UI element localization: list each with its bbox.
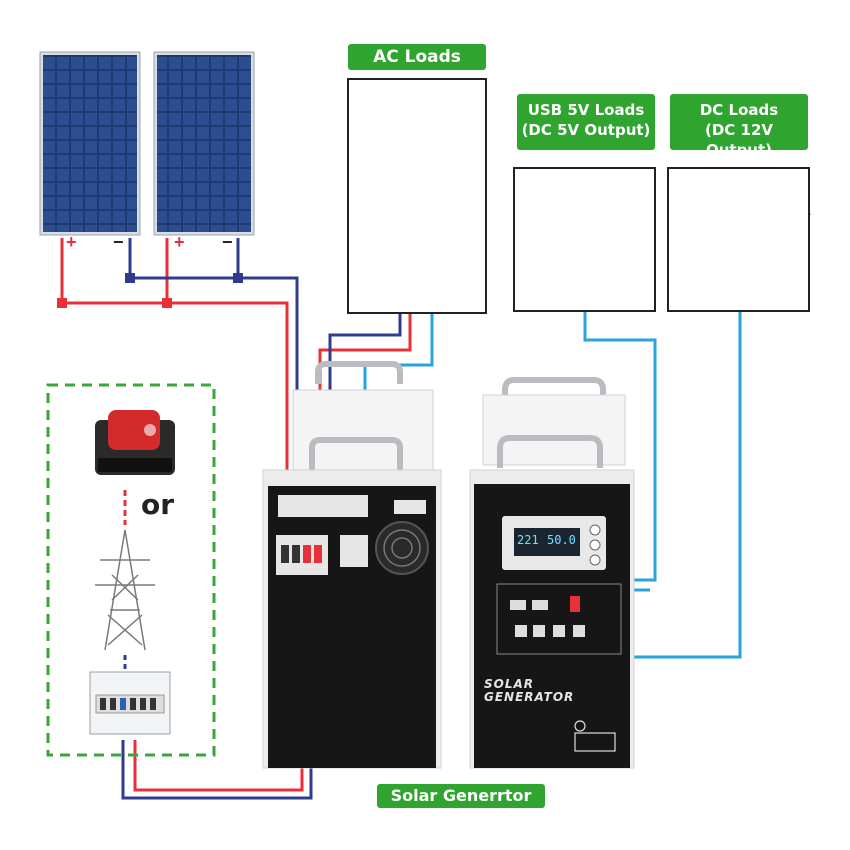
ac-loads-frame: [347, 78, 487, 314]
or-text: or: [141, 488, 175, 521]
terminal-plus-2: +: [174, 232, 185, 252]
terminal-plus-1: +: [66, 232, 77, 252]
usb-loads-line2: (DC 5V Output): [521, 121, 651, 139]
solar-panel-1: [39, 51, 141, 236]
dc-loads-frame: [667, 167, 810, 312]
ac-loads-label: AC Loads: [348, 44, 486, 70]
lcd-right-value: 50.0: [547, 533, 576, 547]
terminal-minus-2: −: [222, 232, 233, 252]
generator-unit-back: [262, 361, 442, 769]
breaker-box: [89, 671, 171, 735]
power-tower: [95, 529, 155, 651]
wire-connectors: [57, 273, 243, 308]
grid-generator-group: [46, 383, 216, 757]
dc-loads-line1: DC Loads: [699, 101, 779, 119]
gasoline-generator: [95, 410, 175, 475]
generator-unit-front: [469, 377, 635, 769]
usb-loads-line1: USB 5V Loads: [527, 101, 645, 119]
usb-loads-label: USB 5V Loads (DC 5V Output): [517, 94, 655, 150]
brand-line2: GENERATOR: [484, 690, 575, 704]
lcd-left-value: 221: [517, 533, 539, 547]
dc-loads-line2: (DC 12V Output): [704, 121, 774, 159]
usb-loads-frame: [513, 167, 656, 312]
solar-generator-label: Solar Generrtor: [377, 784, 545, 808]
dc-loads-label: DC Loads (DC 12V Output): [670, 94, 808, 159]
solar-panel-2: [153, 51, 255, 236]
terminal-minus-1: −: [113, 232, 124, 252]
brand-logo: SOLAR GENERATOR: [484, 678, 574, 704]
brand-line1: SOLAR: [484, 677, 535, 691]
